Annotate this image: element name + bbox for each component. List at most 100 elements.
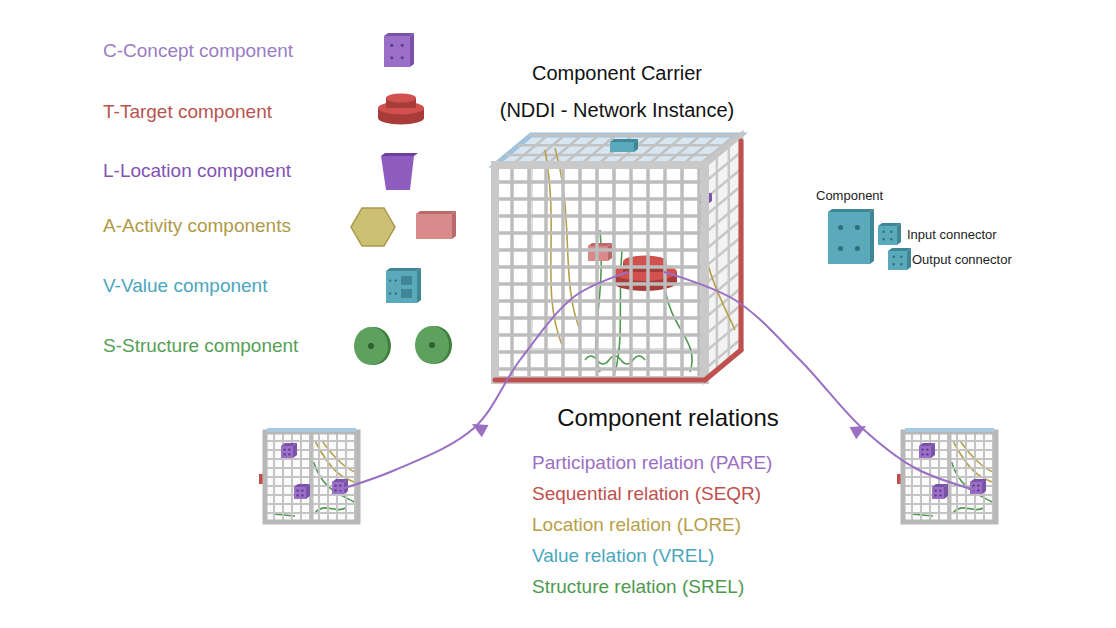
value-icon <box>386 268 421 271</box>
component-carrier-cage <box>608 243 612 261</box>
network-instance-cage <box>934 489 936 491</box>
relation-name: Value relation (VREL) <box>532 545 714 568</box>
network-instance-cage <box>948 432 952 522</box>
component-anatomy <box>907 248 911 270</box>
component-carrier-cage <box>495 180 705 184</box>
network-instance-cage <box>265 432 358 522</box>
legend-entry: L-Location component <box>103 160 291 183</box>
legend-entry: C-Concept component <box>103 40 293 63</box>
concept-icon <box>401 44 404 47</box>
value-icon <box>401 289 412 298</box>
component-anatomy <box>838 246 843 251</box>
participation-curves <box>849 426 866 439</box>
network-instance-cage <box>921 453 923 455</box>
target-icon <box>378 94 424 125</box>
component-carrier-cage <box>705 254 741 284</box>
structure-icons <box>415 326 449 364</box>
network-instance-cage <box>932 487 944 499</box>
component-carrier-cage <box>648 135 684 165</box>
network-instance-cage <box>301 489 303 491</box>
network-instance-cage <box>926 453 928 455</box>
network-instance-cage <box>970 479 986 482</box>
component-carrier-cage <box>495 248 705 252</box>
network-instance-cage <box>903 432 996 522</box>
component-anatomy <box>900 256 902 258</box>
relation-name: Structure relation (SREL) <box>532 576 744 599</box>
relation-name: Location relation (LORE) <box>532 514 741 537</box>
value-icon <box>401 276 412 285</box>
value-icon <box>389 279 391 281</box>
component-carrier-cage <box>495 265 705 269</box>
network-instance-cage <box>926 448 928 450</box>
concept-icon <box>390 44 393 47</box>
component-carrier-cage <box>546 135 582 165</box>
location-icon <box>381 156 414 190</box>
component-anatomy <box>890 231 892 233</box>
component-anatomy <box>828 212 870 264</box>
network-instance-cage <box>281 443 297 446</box>
network-instance-cage <box>919 446 931 458</box>
structure-icons <box>354 327 388 365</box>
network-instance-cage <box>919 443 935 446</box>
node-subtitle: (NDDI - Network Instance) <box>472 97 762 123</box>
component-carrier-cage <box>739 135 742 350</box>
network-instance-cage <box>972 484 974 486</box>
component-anatomy <box>870 209 874 264</box>
network-instance-cage <box>288 453 290 455</box>
relation-name: Participation relation (PARE) <box>532 452 772 475</box>
legend-entry: A-Activity components <box>103 215 291 238</box>
component-carrier-cage <box>705 271 741 301</box>
component-carrier-cage <box>495 299 705 303</box>
component-carrier-cage <box>495 165 705 380</box>
value-icon <box>417 268 421 303</box>
value-icon <box>386 271 417 303</box>
relation-name: Sequential relation (SEQR) <box>532 483 761 506</box>
connector-caption: Output connector <box>912 252 1012 268</box>
legend-entry: V-Value component <box>103 275 267 298</box>
component-carrier-cage <box>495 316 705 320</box>
component-carrier-cage <box>705 152 741 182</box>
node-title: Component Carrier <box>472 60 762 86</box>
component-caption: Component <box>816 188 883 204</box>
component-anatomy <box>838 225 843 230</box>
component-anatomy <box>900 263 902 265</box>
component-anatomy <box>883 238 885 240</box>
network-instance-cage <box>281 446 293 458</box>
network-instance-cage <box>897 428 996 522</box>
component-carrier-cage <box>495 197 705 201</box>
component-anatomy <box>855 246 860 251</box>
concept-icon <box>401 56 404 59</box>
network-instance-cage <box>334 489 336 491</box>
legend-entry: S-Structure component <box>103 335 298 358</box>
network-instance-cage <box>905 428 994 432</box>
component-carrier-cage <box>495 214 705 218</box>
component-carrier-cage <box>728 145 731 360</box>
component-anatomy <box>878 223 901 226</box>
structure-icons <box>354 326 452 365</box>
activity-icons <box>416 211 456 214</box>
component-carrier-cage <box>512 135 548 165</box>
concept-icon <box>410 33 414 67</box>
value-icon <box>395 279 397 281</box>
component-carrier-cage <box>705 220 741 250</box>
structure-icons <box>368 343 374 349</box>
network-instance-cage <box>296 494 298 496</box>
component-carrier-cage <box>495 378 705 383</box>
activity-icons <box>452 211 456 239</box>
component-carrier-cage <box>705 186 741 216</box>
value-icon <box>386 268 421 303</box>
component-carrier-cage <box>705 237 741 267</box>
legend-entry: T-Target component <box>103 101 272 124</box>
network-instance-cage <box>301 494 303 496</box>
network-instance-cage <box>932 484 948 487</box>
network-instance-cage <box>939 489 941 491</box>
component-anatomy <box>828 209 874 212</box>
component-carrier-cage <box>716 155 719 370</box>
activity-icons <box>351 208 395 246</box>
component-anatomy <box>878 226 897 245</box>
component-carrier: Component Carrier (NDDI - Network Instanc… <box>472 60 762 385</box>
component-carrier-cage <box>610 139 638 142</box>
component-carrier-cage <box>610 142 634 152</box>
network-instance-cage <box>294 487 306 499</box>
